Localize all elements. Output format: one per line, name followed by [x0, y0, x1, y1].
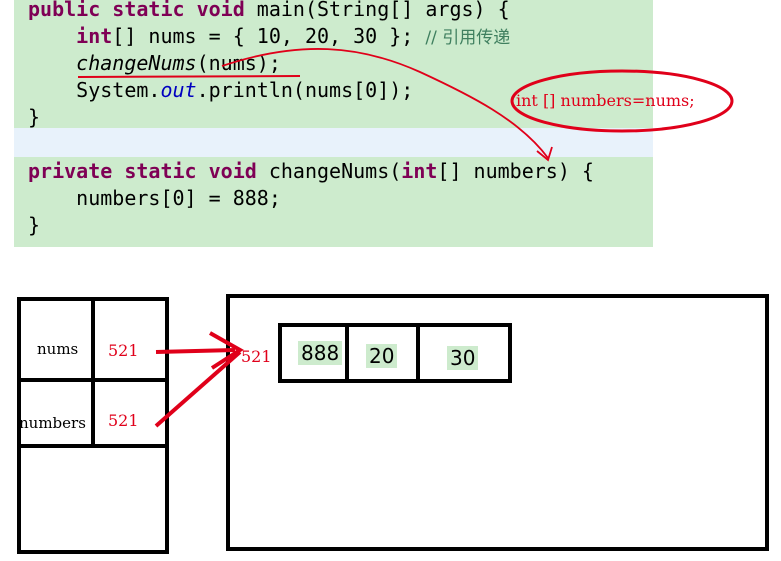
code-line-8: } — [28, 213, 40, 237]
code-text: .println(nums[0]); — [196, 78, 414, 102]
code-line-5: } — [28, 105, 40, 129]
code-separator — [14, 128, 653, 157]
field-out: out — [160, 78, 197, 102]
code-line-6: private static void changeNums(int[] num… — [28, 159, 594, 183]
method-call: changeNums — [76, 51, 197, 75]
nums-reference-arrowhead — [209, 331, 244, 370]
stack-column-divider — [91, 297, 95, 446]
array-cell-1: 20 — [366, 344, 398, 368]
parameter-pass-arrow — [221, 48, 549, 159]
array-cell-2: 30 — [447, 346, 479, 370]
heap-box — [226, 294, 769, 551]
stack-value-nums: 521 — [108, 341, 139, 360]
code-text: } — [28, 105, 41, 129]
stack-label-numbers: numbers — [19, 414, 86, 432]
keyword: int — [401, 159, 438, 183]
keyword: private static void — [28, 159, 257, 183]
code-text: [] nums = { 10, 20, 30 }; — [112, 24, 426, 48]
code-text: } — [28, 213, 41, 237]
code-text: [] numbers) { — [437, 159, 594, 183]
keyword: public static void — [28, 0, 245, 21]
array-cell-divider — [416, 323, 420, 383]
code-line-3: changeNums(nums); — [28, 51, 281, 75]
code-text: changeNums( — [256, 159, 402, 183]
annotation-ellipse — [510, 69, 734, 133]
call-underline — [77, 75, 301, 78]
stack-label-nums: nums — [37, 340, 79, 358]
changenums-method-code-block — [14, 157, 653, 247]
stack-row-divider — [17, 444, 169, 448]
annotation-assignment-text: int [] numbers=nums; — [516, 91, 695, 110]
code-text: System. — [76, 78, 161, 102]
array-cell-0: 888 — [298, 341, 343, 365]
main-method-code-block — [14, 0, 653, 128]
stack-value-numbers: 521 — [108, 411, 139, 430]
code-text: numbers[0] = 888; — [28, 186, 281, 210]
code-text: (nums); — [196, 51, 281, 75]
code-comment: // 引用传递 — [425, 28, 511, 48]
heap-array — [278, 323, 512, 383]
array-cell-divider — [345, 323, 349, 383]
numbers-reference-arrow — [154, 350, 242, 428]
nums-reference-arrow — [155, 348, 236, 354]
code-line-4: System.out.println(nums[0]); — [28, 78, 413, 102]
code-line-1: public static void main(String[] args) { — [28, 0, 510, 21]
keyword: int — [76, 24, 113, 48]
heap-array-address: 521 — [241, 347, 272, 366]
code-line-2: int[] nums = { 10, 20, 30 }; // 引用传递 — [28, 24, 510, 50]
code-line-7: numbers[0] = 888; — [28, 186, 281, 210]
code-text: main(String[] args) { — [244, 0, 510, 21]
parameter-pass-arrowhead — [536, 146, 553, 162]
